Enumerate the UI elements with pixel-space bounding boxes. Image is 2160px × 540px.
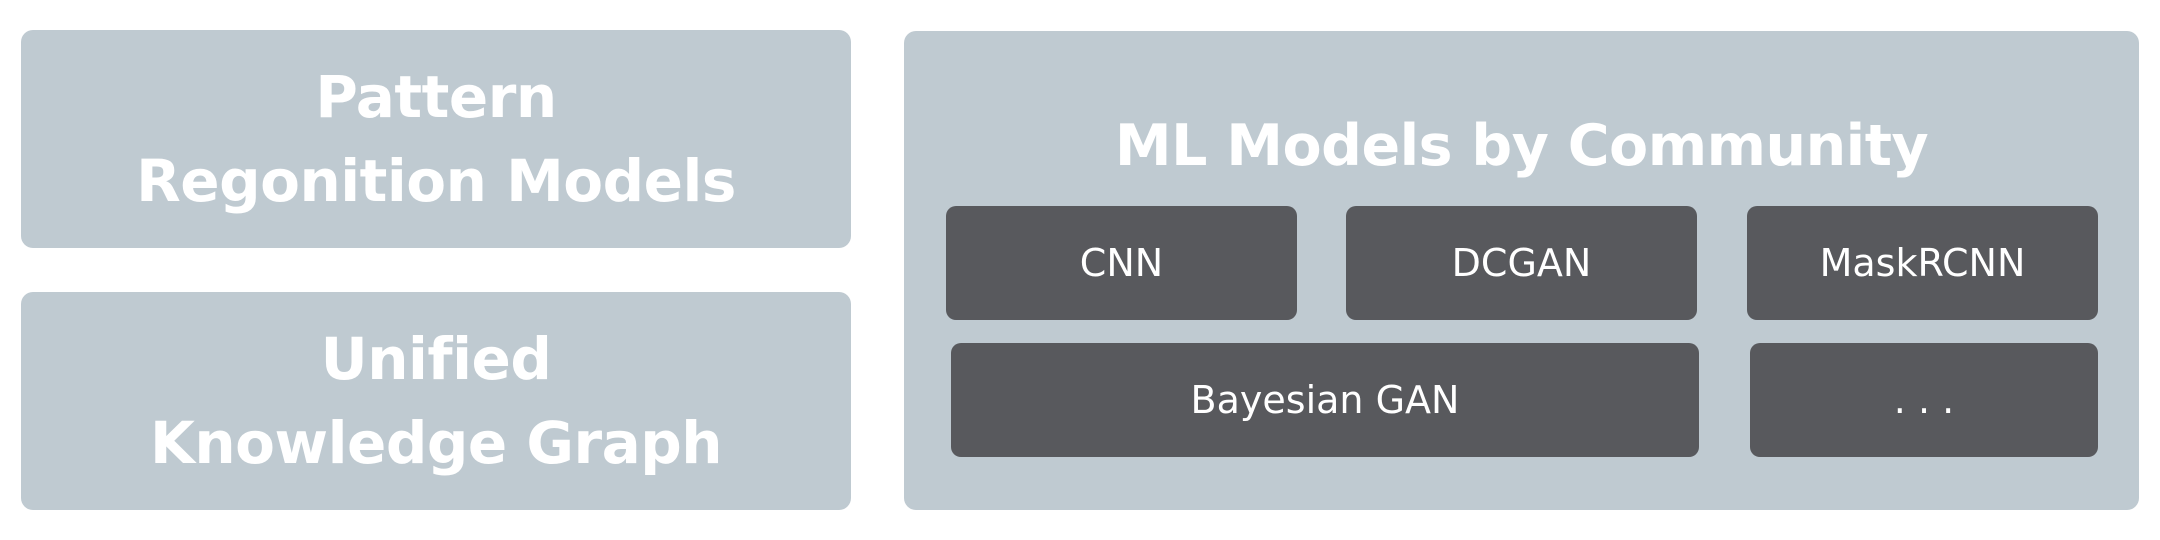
knowledge-graph-title-line1: Unified [320,325,552,393]
community-models-title: ML Models by Community [1114,113,1929,179]
model-box-dcgan: DCGAN [1346,206,1697,320]
pattern-recognition-panel: Pattern Regonition Models [21,30,851,248]
knowledge-graph-title-line2: Knowledge Graph [149,409,723,477]
pattern-recognition-title: Pattern Regonition Models [136,55,736,223]
knowledge-graph-panel: Unified Knowledge Graph [21,292,851,510]
pattern-recognition-title-line2: Regonition Models [136,147,736,215]
pattern-recognition-title-line1: Pattern [315,63,557,131]
community-models-panel: ML Models by Community CNN DCGAN MaskRCN… [904,31,2139,510]
knowledge-graph-title: Unified Knowledge Graph [149,317,723,485]
model-box-cnn: CNN [946,206,1297,320]
model-box-more: . . . [1750,343,2098,457]
model-box-maskrcnn: MaskRCNN [1747,206,2098,320]
model-box-bayesian-gan: Bayesian GAN [951,343,1699,457]
